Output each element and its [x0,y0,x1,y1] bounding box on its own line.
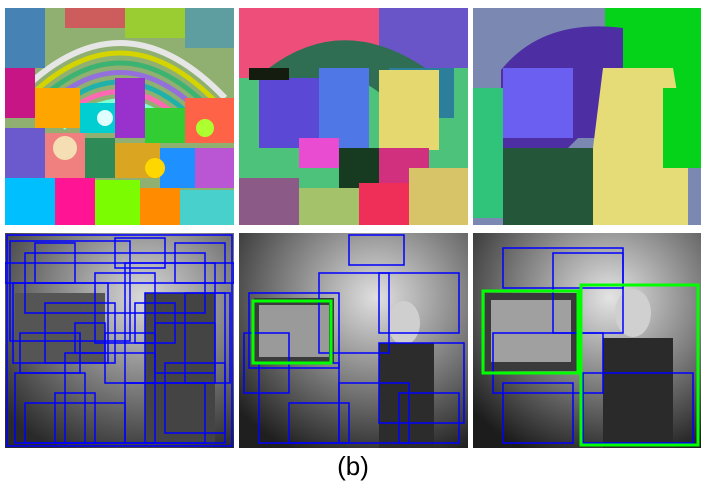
proposals-medium-image [239,233,468,448]
proposals-medium-panel [239,233,468,448]
proposals-coarse-image [473,233,701,448]
segmentation-medium-panel [239,8,468,225]
segmentation-coarse-panel [473,8,701,225]
segmentation-coarse-image [473,8,701,225]
proposals-coarse-panel [473,233,701,448]
segmentation-fine-panel [5,8,234,225]
proposals-fine-image [5,233,234,448]
segmentation-medium-image [239,8,468,225]
segmentation-fine-image [5,8,234,225]
figure-caption: (b) [337,451,369,481]
proposals-fine-panel [5,233,234,448]
